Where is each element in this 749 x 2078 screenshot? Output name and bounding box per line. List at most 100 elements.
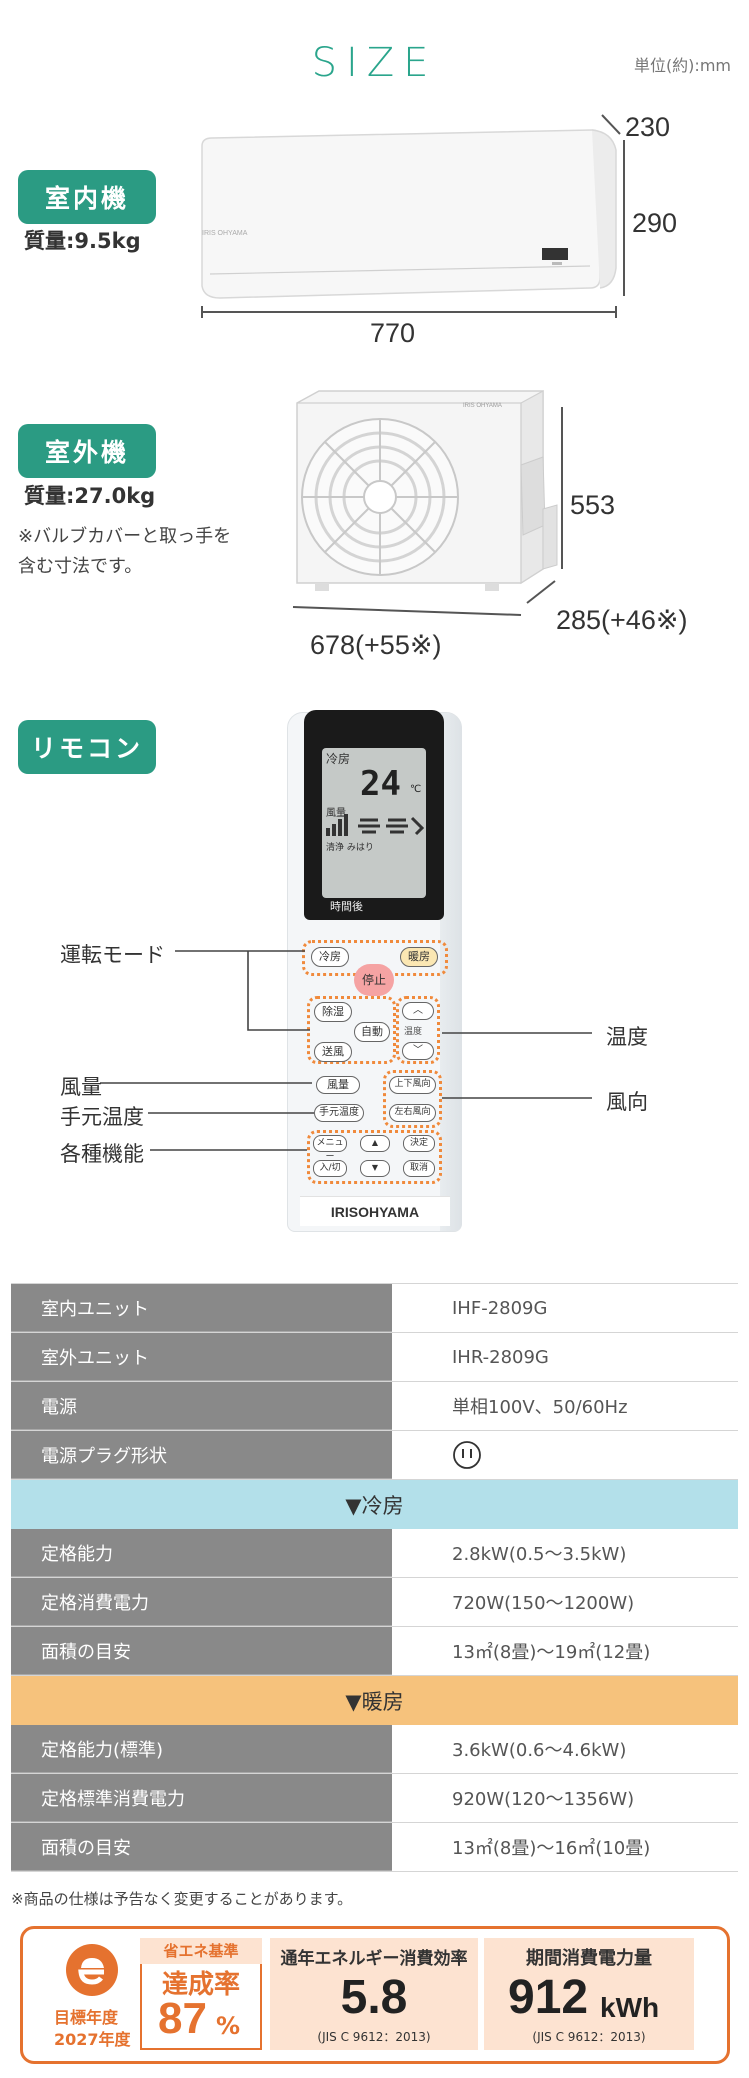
stop-button[interactable]: 停止: [354, 964, 394, 996]
direction-group-outline: [383, 1070, 442, 1128]
indoor-unit-drawing: IRIS OHYAMA: [201, 114, 625, 318]
horizontal-swing-button[interactable]: 左右風向: [389, 1104, 436, 1122]
dehumidify-button[interactable]: 除湿: [314, 1002, 352, 1022]
table-row: 定格能力(標準)3.6kW(0.6～4.6kW): [11, 1725, 738, 1774]
achievement-unit: %: [216, 2012, 241, 2040]
achievement-value: 87: [158, 1994, 207, 2043]
callout-fan: 風量: [60, 1075, 102, 1099]
outdoor-height-dimension: 553: [570, 490, 616, 520]
row-key: 面積の目安: [11, 1823, 392, 1871]
row-key: 室内ユニット: [11, 1284, 392, 1332]
lcd-fan-label: 風量: [326, 808, 346, 819]
remote-brand: IRISOHYAMA: [300, 1196, 450, 1226]
annual-title: 期間消費電力量: [526, 1948, 652, 1969]
lcd-timer: 時間後: [330, 900, 363, 913]
row-value: IHR-2809G: [392, 1333, 738, 1381]
outdoor-brand-mark: IRIS OHYAMA: [463, 403, 502, 409]
footnote: ※商品の仕様は予告なく変更することがあります。: [11, 1890, 353, 1908]
cool-button[interactable]: 冷房: [311, 947, 349, 967]
callout-temp: 温度: [606, 1025, 648, 1049]
annual-unit: kWh: [600, 1992, 660, 2023]
callout-functions: 各種機能: [60, 1142, 144, 1166]
outdoor-depth-dimension: 285(+46※): [556, 605, 688, 635]
efficiency-title: 通年エネルギー消費効率: [280, 1949, 468, 1969]
row-value: 3.6kW(0.6～4.6kW): [392, 1725, 738, 1773]
fan-mode-button[interactable]: 送風: [314, 1042, 352, 1062]
plug-shape-cell: [392, 1431, 738, 1479]
vertical-swing-button[interactable]: 上下風向: [389, 1076, 436, 1094]
efficiency-note: (JIS C 9612：2013): [317, 2030, 431, 2044]
row-value: 13㎡(8畳)～19㎡(12畳): [392, 1627, 738, 1675]
row-key: 電源: [11, 1382, 392, 1430]
cancel-button[interactable]: 取消: [403, 1160, 435, 1177]
indoor-width-dimension: 770: [370, 318, 416, 348]
ok-button[interactable]: 決定: [403, 1135, 435, 1152]
energy-saving-e-mark-icon: [66, 1944, 118, 1996]
remote-callout-lines: [100, 950, 592, 1151]
callout-local-temp: 手元温度: [60, 1105, 144, 1129]
remote-lcd: 冷房 24 ℃ 風量 清浄 みはり: [322, 748, 426, 898]
efficiency-value: 5.8: [340, 1971, 408, 2024]
row-key: 定格標準消費電力: [11, 1774, 392, 1822]
heating-section-header: ▼暖房: [11, 1676, 738, 1725]
row-key: 電源プラグ形状: [11, 1431, 392, 1479]
indoor-unit-pill: 室内機: [18, 170, 156, 224]
auto-button[interactable]: 自動: [354, 1022, 390, 1042]
temp-up-button[interactable]: ︿: [402, 1002, 434, 1020]
table-row: 電源単相100V、50/60Hz: [11, 1382, 738, 1431]
outdoor-note-line2: 含む寸法です。: [18, 556, 143, 577]
indoor-brand-mark: IRIS OHYAMA: [202, 230, 248, 237]
row-key: 面積の目安: [11, 1627, 392, 1675]
row-key: 定格消費電力: [11, 1578, 392, 1626]
lcd-temperature: 24: [360, 764, 401, 804]
unit-label: 単位(約):mm: [633, 56, 731, 75]
temp-down-button[interactable]: ﹀: [402, 1042, 434, 1060]
callout-mode: 運転モード: [60, 943, 165, 967]
indoor-height-dimension: 290: [632, 208, 678, 238]
row-value: 720W(150～1200W): [392, 1578, 738, 1626]
nav-down-button[interactable]: ▼: [360, 1160, 390, 1177]
lcd-mode: 冷房: [326, 752, 351, 766]
menu-button[interactable]: メニュー: [313, 1135, 347, 1162]
indoor-weight: 質量:9.5kg: [24, 229, 141, 253]
local-temp-button[interactable]: 手元温度: [314, 1104, 364, 1122]
lcd-temp-unit: ℃: [410, 784, 422, 795]
heat-button[interactable]: 暖房: [400, 947, 438, 967]
indoor-depth-dimension: 230: [625, 112, 671, 142]
target-year-value: 2027年度: [54, 2030, 131, 2049]
outdoor-unit-pill: 室外機: [18, 424, 156, 478]
row-value: 単相100V、50/60Hz: [392, 1382, 738, 1430]
nav-up-button[interactable]: ▲: [360, 1135, 390, 1152]
function-group-outline: [307, 1130, 442, 1184]
annual-note: (JIS C 9612：2013): [532, 2030, 646, 2044]
row-value: IHF-2809G: [392, 1284, 738, 1332]
lcd-sub-label: 清浄 みはり: [326, 843, 374, 853]
outdoor-note-line1: ※バルブカバーと取っ手を: [18, 526, 232, 547]
temp-group-outline: [396, 996, 440, 1064]
remote-pill: リモコン: [18, 720, 156, 774]
page-title: SIZE: [311, 40, 438, 86]
fan-speed-button[interactable]: 風量: [316, 1076, 360, 1094]
row-key: 室外ユニット: [11, 1333, 392, 1381]
outdoor-width-dimension: 678(+55※): [310, 630, 442, 660]
outdoor-unit-drawing: IRIS OHYAMA: [292, 389, 563, 616]
achievement-label: 達成率: [161, 1970, 240, 2000]
target-year-label: 目標年度: [54, 2008, 119, 2027]
outdoor-weight: 質量:27.0kg: [24, 484, 156, 508]
onoff-button[interactable]: 入/切: [313, 1160, 347, 1177]
cooling-section-header: ▼冷房: [11, 1480, 738, 1529]
temp-label: 温度: [404, 1027, 423, 1037]
efficiency-box: [270, 1938, 478, 2050]
annual-box: [484, 1938, 694, 2050]
callout-direction: 風向: [606, 1090, 648, 1114]
row-key: 定格能力(標準): [11, 1725, 392, 1773]
table-row: 電源プラグ形状: [11, 1431, 738, 1480]
plug-outlet-icon: [453, 1441, 481, 1469]
